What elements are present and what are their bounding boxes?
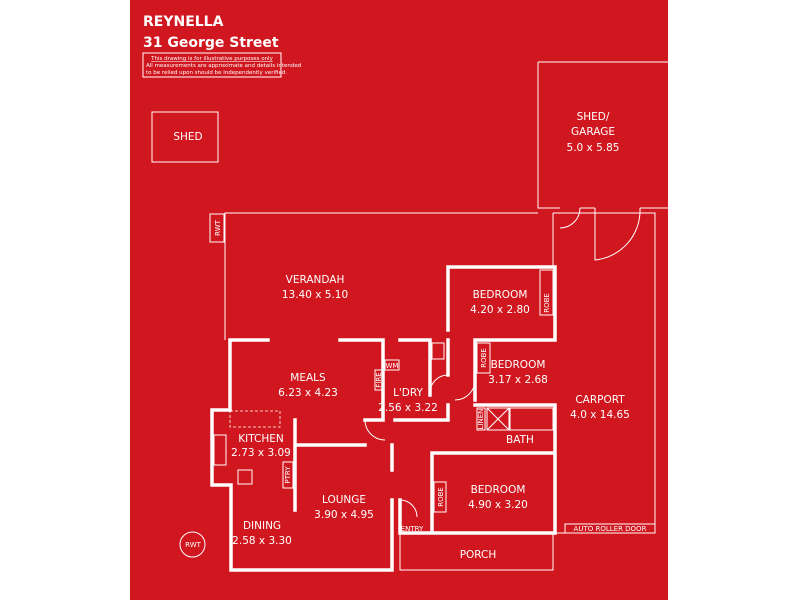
garage-size: 5.0 x 5.85 [567, 142, 620, 154]
shower [486, 407, 510, 431]
sink [213, 434, 227, 466]
verandah-label: VERANDAH [286, 274, 345, 286]
porch-outline [399, 533, 554, 571]
suburb-title: REYNELLA [143, 14, 224, 30]
rwt-bottom [179, 531, 206, 558]
doors [364, 374, 476, 518]
bedroom3-label: BEDROOM [471, 484, 526, 496]
fire [374, 369, 384, 391]
meals-size: 6.23 x 4.23 [278, 387, 338, 399]
laundry-label: L'DRY [393, 387, 423, 399]
linen-label: LINEN [477, 409, 485, 430]
bathtub [509, 407, 554, 431]
disclaimer-box [142, 52, 282, 78]
dining-label: DINING [243, 520, 281, 532]
kitchen-size: 2.73 x 3.09 [231, 447, 291, 459]
toilet [431, 342, 445, 360]
garage-outline [537, 61, 668, 209]
robe2 [476, 342, 491, 374]
robe3 [433, 481, 447, 513]
stove [237, 469, 253, 485]
dining-size: 2.58 x 3.30 [232, 535, 292, 547]
kitchen-bench [229, 410, 281, 428]
wm-label: WM [386, 362, 399, 370]
carport-label: CARPORT [575, 394, 625, 406]
bedroom1-label: BEDROOM [473, 289, 528, 301]
wm [384, 359, 400, 371]
bedroom3-size: 4.90 x 3.20 [468, 499, 528, 511]
roller-door-label: AUTO ROLLER DOOR [574, 525, 647, 533]
laundry-size: 2.56 x 3.22 [378, 402, 438, 414]
garage-label: GARAGE [571, 126, 615, 138]
bedroom2-size: 3.17 x 2.68 [488, 374, 548, 386]
shed-label: SHED [173, 131, 202, 143]
kitchen-label: KITCHEN [238, 433, 284, 445]
disclaimer-line: This drawing is for illustrative purpose… [150, 56, 273, 62]
disclaimer-line: to be relied upon should be independentl… [146, 70, 287, 76]
rwt-bottom-label: RWT [185, 541, 202, 549]
rwt-top [209, 213, 225, 243]
linen [476, 407, 486, 431]
lounge-label: LOUNGE [322, 494, 366, 506]
garage-label: SHED/ [577, 111, 610, 123]
garage-door [559, 207, 641, 261]
bedroom2-label: BEDROOM [491, 359, 546, 371]
carport-size: 4.0 x 14.65 [570, 409, 630, 421]
verandah-size: 13.40 x 5.10 [282, 289, 348, 301]
entry-label: ENTRY [401, 525, 424, 533]
fire-label: FIRE [375, 372, 383, 387]
bedroom1-size: 4.20 x 2.80 [470, 304, 530, 316]
shed-outline [151, 111, 219, 163]
lounge-size: 3.90 x 4.95 [314, 509, 374, 521]
disclaimer-line: All measurements are approximate and det… [146, 63, 301, 69]
meals-label: MEALS [290, 372, 326, 384]
robe1-label: ROBE [543, 293, 551, 313]
bath-label: BATH [506, 434, 534, 446]
rwt-top-label: RWT [214, 219, 222, 236]
pantry [282, 461, 294, 489]
address-title: 31 George Street [143, 35, 279, 51]
robe2-label: ROBE [480, 348, 488, 368]
porch-label: PORCH [460, 549, 497, 561]
shower-cross [486, 407, 510, 431]
roller-door [564, 523, 656, 534]
pantry-label: PTRY [284, 466, 292, 484]
robe1 [539, 269, 554, 316]
robe3-label: ROBE [437, 487, 445, 507]
